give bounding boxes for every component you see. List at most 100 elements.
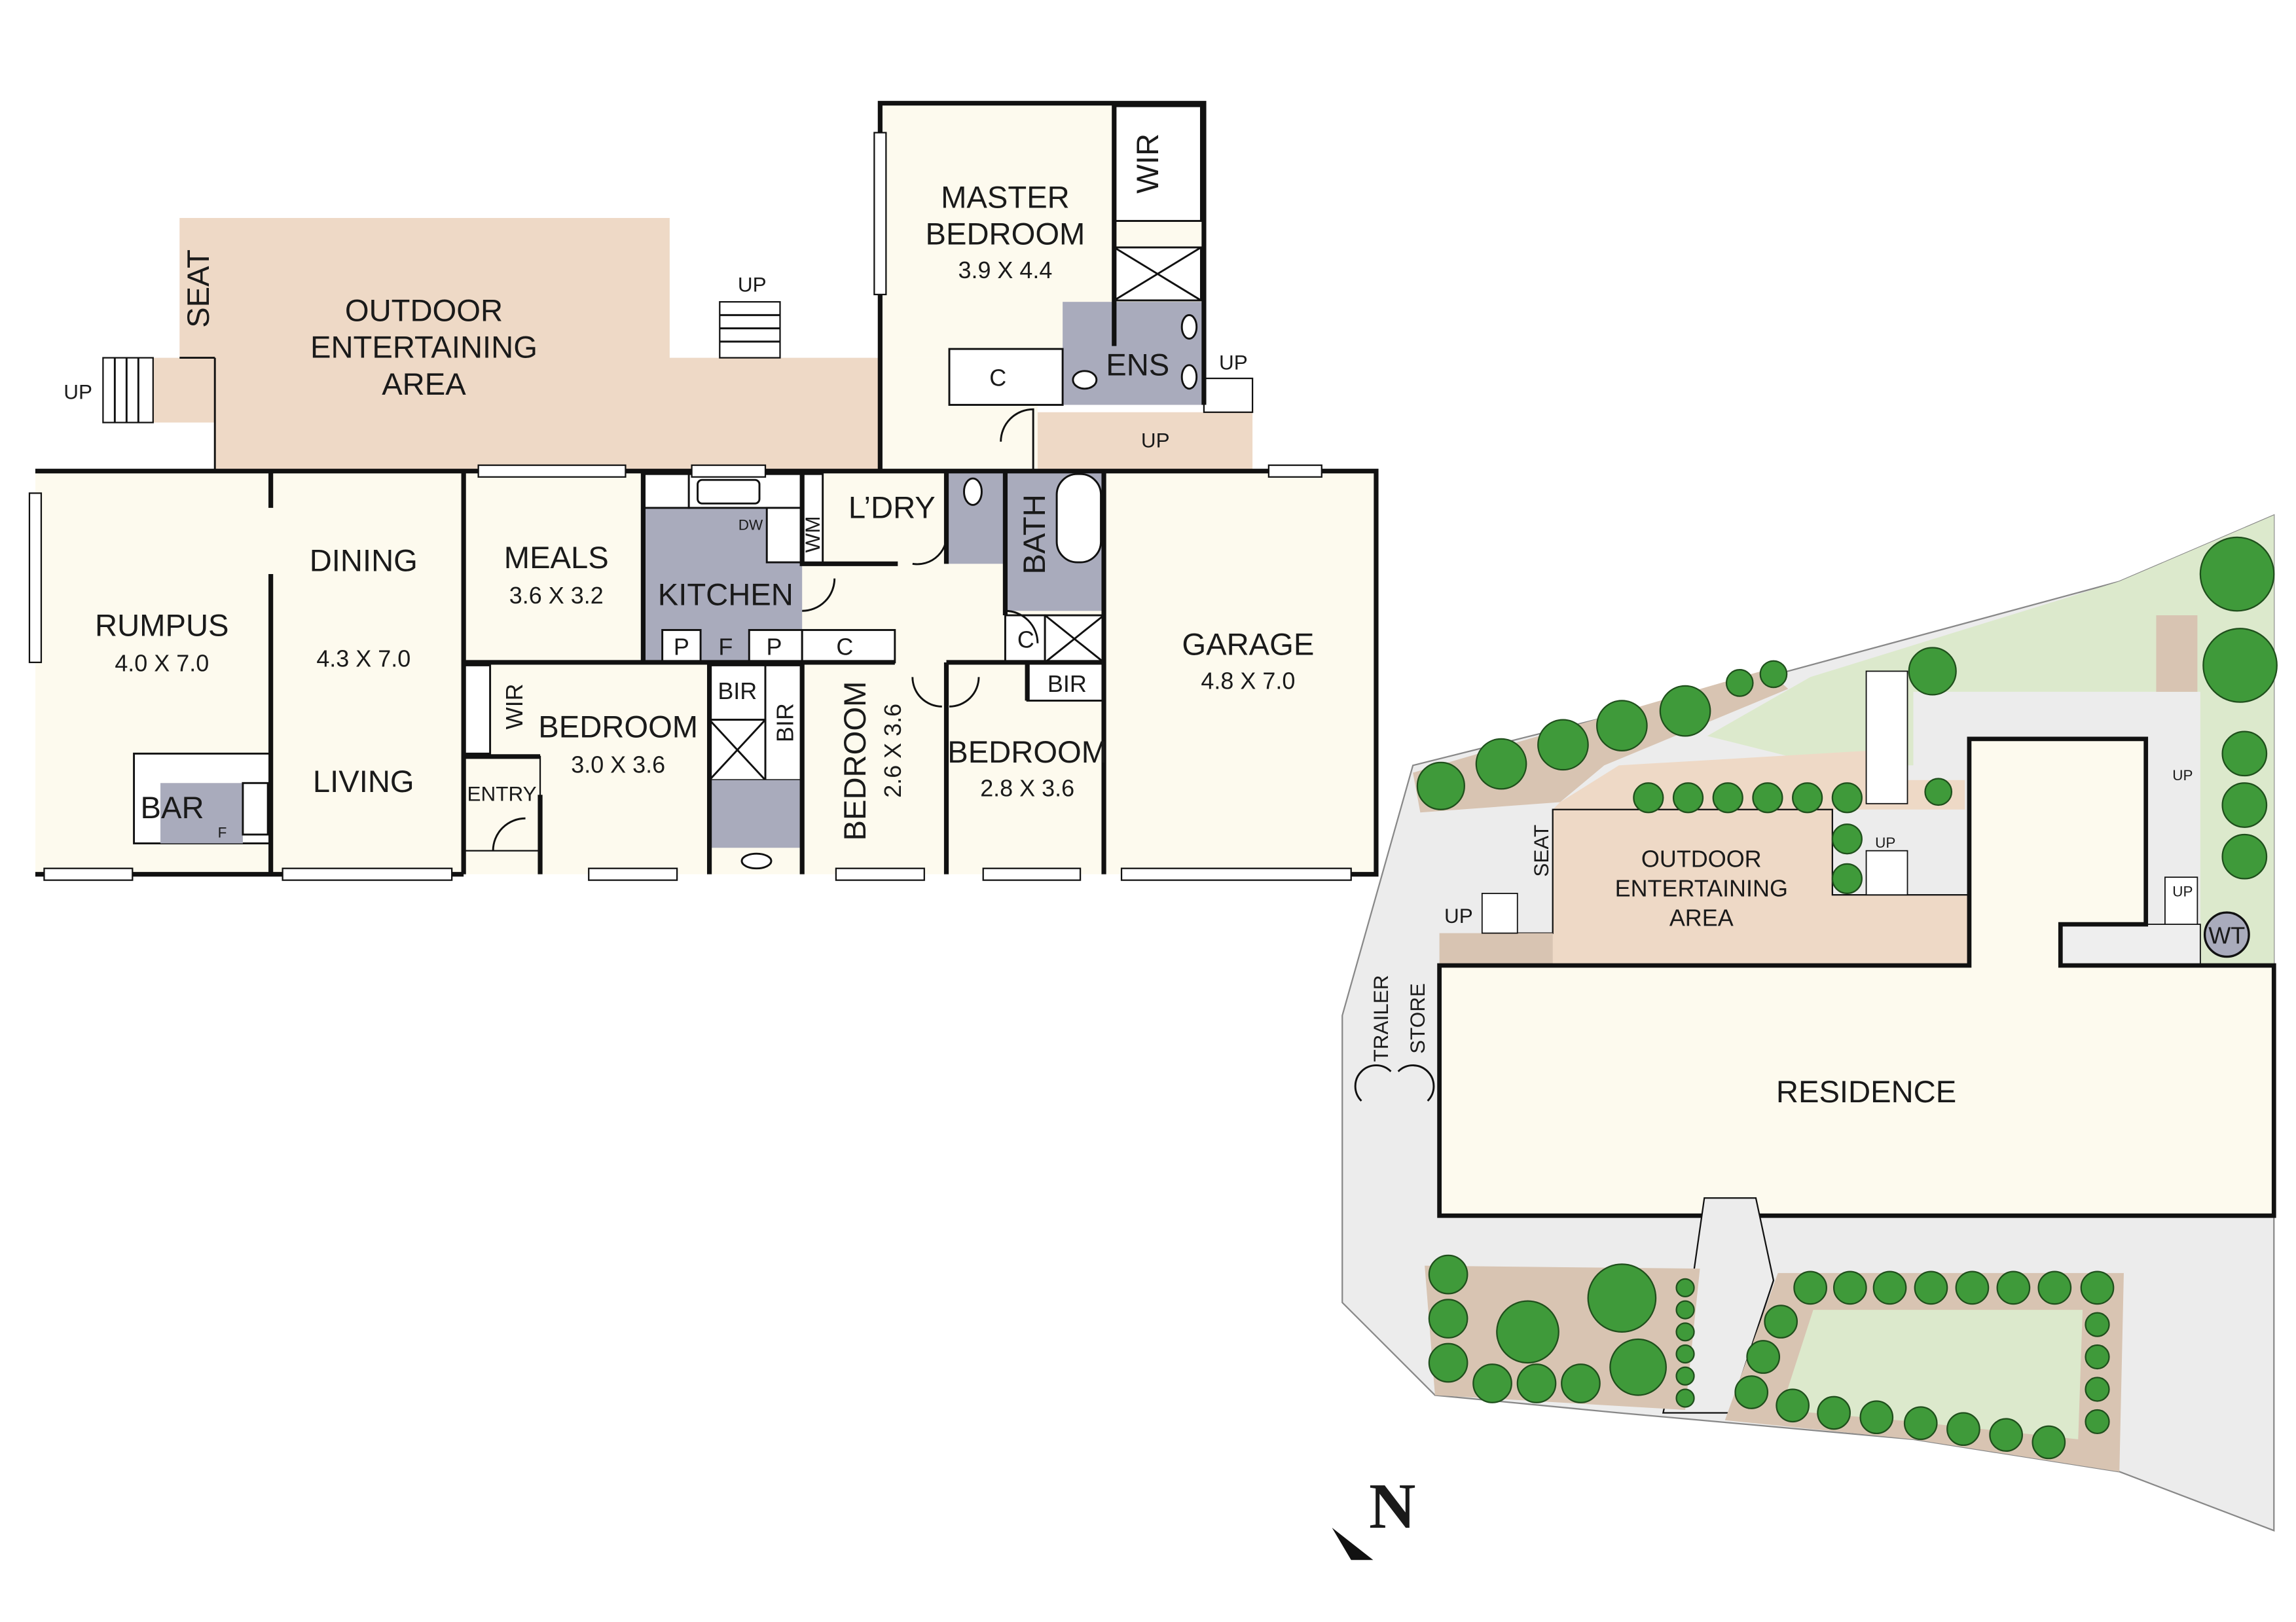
tree-icon <box>1725 669 1754 697</box>
site-outdoor-label-1: OUTDOOR <box>1641 845 1762 872</box>
wir <box>1113 105 1202 222</box>
dining-size: 4.3 X 7.0 <box>316 645 410 672</box>
wm-label: WM <box>801 516 824 552</box>
ens-label: ENS <box>1106 348 1169 383</box>
bedroom-3-name: BEDROOM <box>947 735 1107 770</box>
store-label: STORE <box>1406 983 1429 1054</box>
bathtub <box>1055 473 1102 564</box>
tree-icon <box>1946 1412 1980 1447</box>
trees <box>1416 536 2278 1460</box>
tree-icon <box>1734 1375 1769 1409</box>
bar-fridge-label: F <box>218 824 227 840</box>
steps-top <box>719 301 781 359</box>
tree-icon <box>1989 1418 2023 1452</box>
steps-left <box>102 357 154 424</box>
tree-icon <box>1428 1254 1468 1295</box>
bir-bedroom-3-label: BIR <box>1048 670 1087 697</box>
wir-bedroom-1-label: WIR <box>501 683 528 729</box>
tree-icon <box>1675 1322 1695 1342</box>
master-bedroom-size: 3.9 X 4.4 <box>958 257 1052 283</box>
tree-icon <box>1764 1305 1798 1339</box>
entry-label: ENTRY <box>467 782 537 805</box>
tree-icon <box>1817 1396 1851 1430</box>
bedroom-2-size: 2.6 X 3.6 <box>879 704 906 798</box>
porch <box>1037 412 1253 471</box>
tree-icon <box>2199 536 2275 612</box>
bar-label: BAR <box>141 791 204 825</box>
tree-icon <box>2085 1312 2110 1337</box>
site-up-4: UP <box>2172 883 2193 899</box>
tree-icon <box>2202 628 2278 703</box>
tree-icon <box>1675 1278 1695 1297</box>
bir-bedroom-1a-label: BIR <box>718 677 757 704</box>
kitchen-name: KITCHEN <box>658 577 793 612</box>
meals-size: 3.6 X 3.2 <box>509 582 604 609</box>
trailer-store-doors <box>1354 1064 1435 1102</box>
tree-icon <box>1831 863 1863 895</box>
tree-icon <box>1416 761 1465 810</box>
north-arrow: N <box>1332 1471 1415 1560</box>
tree-icon <box>2080 1271 2115 1305</box>
tree-icon <box>1633 782 1664 814</box>
closet-c-master <box>948 348 1064 406</box>
tree-icon <box>1752 782 1783 814</box>
tree-icon <box>1537 719 1589 771</box>
powder-room <box>709 780 803 848</box>
tree-icon <box>1746 1340 1781 1374</box>
tree-icon <box>1859 1400 1894 1435</box>
tree-icon <box>2221 782 2268 828</box>
up-label-left: UP <box>64 381 92 404</box>
tree-icon <box>1914 1271 1948 1305</box>
windows <box>28 132 1352 881</box>
tree-icon <box>2037 1271 2072 1305</box>
outdoor-label-2: ENTERTAINING <box>310 331 538 365</box>
tree-icon <box>1472 1363 1512 1403</box>
front-lawn <box>1781 1310 2083 1439</box>
master-bedroom-name-2: BEDROOM <box>926 217 1085 251</box>
pantry-2-label: P <box>766 634 782 660</box>
tree-icon <box>2221 833 2268 880</box>
rumpus-name: RUMPUS <box>95 608 229 643</box>
site-up-1: UP <box>1444 905 1473 928</box>
site-up-3: UP <box>2172 767 2193 784</box>
living-name: LIVING <box>313 765 414 799</box>
tree-icon <box>1596 700 1648 751</box>
tree-icon <box>1587 1263 1657 1333</box>
rumpus-size: 4.0 X 7.0 <box>115 649 209 676</box>
tree-icon <box>1496 1300 1559 1364</box>
wir-bedroom-1 <box>462 664 492 755</box>
dw-label: DW <box>738 517 763 533</box>
tree-icon <box>1903 1406 1938 1441</box>
kitchen-bench-left <box>642 473 690 509</box>
floor-plan-labels: OUTDOOR ENTERTAINING AREA SEAT UP UP UP … <box>64 134 1314 841</box>
pantry-1-label: P <box>674 634 689 660</box>
tree-icon <box>1712 782 1743 814</box>
tree-icon <box>1675 1300 1695 1320</box>
sink <box>697 478 761 505</box>
site-up-2: UP <box>1875 835 1895 851</box>
pantry-2 <box>748 629 803 664</box>
tree-icon <box>1955 1271 1990 1305</box>
c-bath-label: C <box>1017 626 1034 653</box>
tree-icon <box>1831 823 1863 855</box>
tree-icon <box>1609 1338 1667 1396</box>
shed <box>2156 615 2198 692</box>
up-label-top: UP <box>738 273 767 296</box>
site-outdoor-label-3: AREA <box>1669 904 1734 931</box>
tree-icon <box>1831 782 1863 814</box>
tree-icon <box>1428 1299 1468 1339</box>
outdoor-label-3: AREA <box>382 367 466 402</box>
bir-bedroom-1b-label: BIR <box>772 703 799 742</box>
wir-master-label: WIR <box>1131 134 1165 194</box>
tree-icon <box>1832 1271 1867 1305</box>
tree-icon <box>1672 782 1704 814</box>
tree-icon <box>1516 1363 1557 1403</box>
bedroom-3-size: 2.8 X 3.6 <box>980 775 1074 802</box>
tree-icon <box>2085 1344 2110 1370</box>
seat-label: SEAT <box>181 249 216 328</box>
tree-icon <box>1792 782 1823 814</box>
fridge-label: F <box>718 634 733 660</box>
site-plan: OUTDOOR ENTERTAINING AREA SEAT UP UP UP … <box>1341 514 2278 1532</box>
tree-icon <box>2085 1409 2110 1435</box>
